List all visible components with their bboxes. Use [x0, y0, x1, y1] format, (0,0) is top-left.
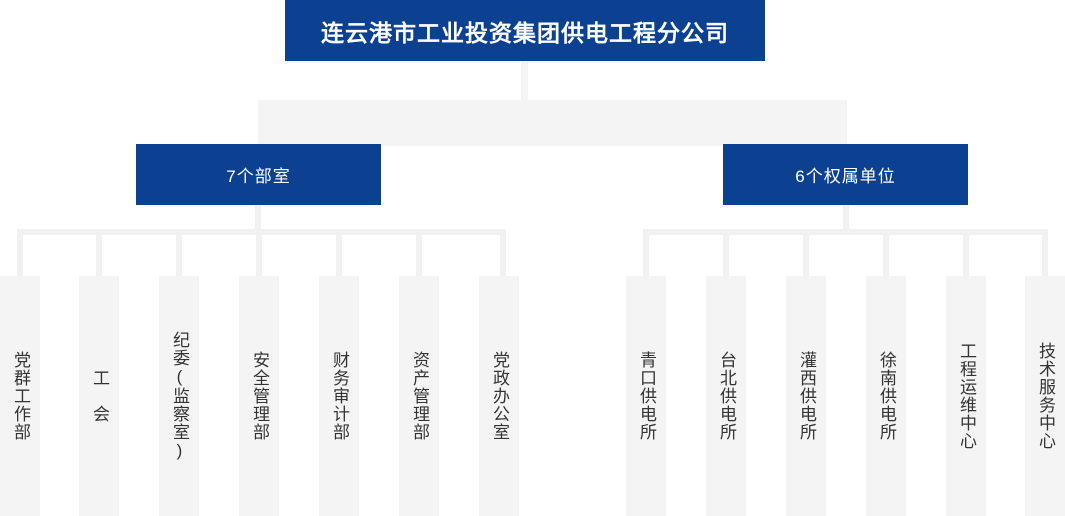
connector-departments-stem: [255, 205, 261, 229]
group-node-departments[interactable]: 7个部室: [136, 144, 381, 205]
root-node-label: 连云港市工业投资集团供电工程分公司: [321, 19, 729, 46]
group-node-subsidiaries-label: 6个权属单位: [795, 167, 896, 186]
connector-subsidiaries-stem: [843, 205, 849, 229]
leaf-node-sub-6-label: 技术服务中心: [1036, 342, 1056, 450]
leaf-node-dept-2-label: 工 会: [90, 369, 110, 423]
leaf-node-dept-5[interactable]: 财务审计部: [319, 276, 359, 516]
connector-drop-dept-5: [336, 229, 342, 276]
connector-drop-dept-6: [416, 229, 422, 276]
group-node-departments-label: 7个部室: [226, 167, 291, 186]
leaf-node-dept-2[interactable]: 工 会: [79, 276, 119, 516]
leaf-node-sub-1-label: 青口供电所: [637, 351, 657, 441]
leaf-node-sub-3-label: 灌西供电所: [797, 351, 817, 441]
root-node[interactable]: 连云港市工业投资集团供电工程分公司: [285, 0, 765, 61]
connector-drop-dept-2: [96, 229, 102, 276]
connector-drop-dept-1: [17, 229, 23, 276]
connector-drop-sub-5: [963, 229, 969, 276]
leaf-node-sub-4[interactable]: 徐南供电所: [866, 276, 906, 516]
leaf-node-dept-4-label: 安全管理部: [250, 351, 270, 441]
leaf-node-sub-3[interactable]: 灌西供电所: [786, 276, 826, 516]
leaf-node-sub-5[interactable]: 工程运维中心: [946, 276, 986, 516]
leaf-node-sub-2-label: 台北供电所: [717, 351, 737, 441]
leaf-node-dept-3-label: 纪委(监察室): [170, 331, 190, 461]
leaf-node-dept-6-label: 资产管理部: [410, 351, 430, 441]
leaf-node-dept-5-label: 财务审计部: [330, 351, 350, 441]
connector-drop-sub-6: [1042, 229, 1048, 276]
connector-drop-sub-4: [883, 229, 889, 276]
connector-root-stem: [521, 61, 528, 103]
connector-drop-sub-1: [643, 229, 649, 276]
leaf-node-dept-4[interactable]: 安全管理部: [239, 276, 279, 516]
connector-drop-sub-3: [803, 229, 809, 276]
leaf-node-dept-7[interactable]: 党政办公室: [479, 276, 519, 516]
leaf-node-sub-5-label: 工程运维中心: [957, 342, 977, 450]
connector-drop-dept-7: [500, 229, 506, 276]
leaf-node-dept-1[interactable]: 党群工作部: [0, 276, 40, 516]
leaf-node-dept-6[interactable]: 资产管理部: [399, 276, 439, 516]
leaf-node-sub-4-label: 徐南供电所: [877, 351, 897, 441]
leaf-node-dept-1-label: 党群工作部: [11, 351, 31, 441]
connector-subsidiaries-bus: [643, 229, 1048, 235]
leaf-node-sub-1[interactable]: 青口供电所: [626, 276, 666, 516]
group-node-subsidiaries[interactable]: 6个权属单位: [723, 144, 968, 205]
leaf-node-sub-2[interactable]: 台北供电所: [706, 276, 746, 516]
leaf-node-dept-3[interactable]: 纪委(监察室): [159, 276, 199, 516]
connector-root-to-groups: [258, 100, 847, 146]
connector-drop-sub-2: [723, 229, 729, 276]
leaf-node-dept-7-label: 党政办公室: [490, 351, 510, 441]
connector-drop-dept-3: [176, 229, 182, 276]
connector-drop-dept-4: [256, 229, 262, 276]
leaf-node-sub-6[interactable]: 技术服务中心: [1025, 276, 1065, 516]
